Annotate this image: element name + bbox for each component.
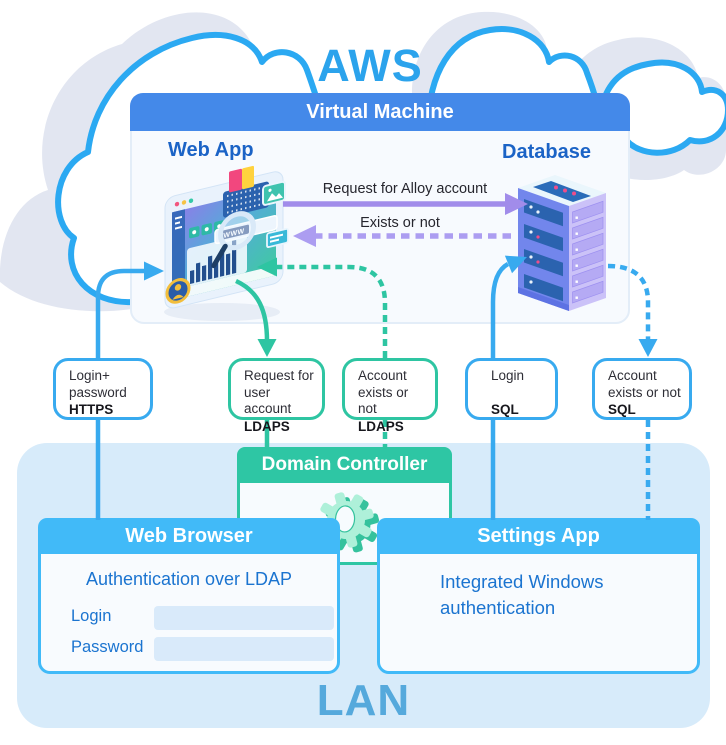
password-label: Password bbox=[71, 638, 144, 656]
sql-response-arrowhead bbox=[638, 339, 658, 357]
password-input[interactable] bbox=[154, 637, 334, 661]
protocol-label-line bbox=[491, 385, 549, 402]
protocol-label-line: exists or not bbox=[608, 384, 681, 400]
vm-panel: Virtual Machine bbox=[130, 93, 630, 324]
protocol-name: SQL bbox=[608, 402, 636, 417]
protocol-label-line: password bbox=[69, 384, 127, 400]
aws-label: AWS bbox=[317, 40, 423, 91]
vm-header: Virtual Machine bbox=[130, 93, 630, 131]
login-label: Login bbox=[71, 607, 112, 625]
response-arrow-caption: Exists or not bbox=[360, 215, 440, 231]
settings-app-box: Settings App Integrated Windows authenti… bbox=[377, 518, 700, 674]
protocol-name: LDAPS bbox=[244, 418, 290, 434]
protocol-label-sql-response: Account exists or not SQL bbox=[592, 358, 692, 420]
protocol-label-line: Account bbox=[358, 368, 407, 383]
protocol-label-ldaps-request: Request for user account LDAPS bbox=[228, 358, 325, 434]
protocol-label-line: user account bbox=[244, 384, 292, 417]
web-browser-box: Web Browser Authentication over LDAP Log… bbox=[38, 518, 340, 674]
protocol-label-sql-login: Login SQL bbox=[465, 358, 558, 420]
protocol-label-line: Request for bbox=[244, 368, 314, 383]
protocol-name: SQL bbox=[491, 402, 519, 417]
lan-label: LAN bbox=[316, 676, 411, 725]
request-arrow-caption: Request for Alloy account bbox=[322, 181, 488, 197]
domain-controller-header: Domain Controller bbox=[237, 447, 452, 483]
web-app-label: Web App bbox=[168, 139, 254, 161]
web-browser-header: Web Browser bbox=[38, 518, 340, 554]
ldaps-request-arrowhead bbox=[257, 339, 277, 357]
settings-app-description: Integrated Windows authentication bbox=[440, 571, 604, 618]
protocol-label-line: Account bbox=[608, 368, 657, 383]
protocol-label-line: exists or not bbox=[358, 384, 409, 417]
database-label: Database bbox=[502, 141, 591, 163]
login-input[interactable] bbox=[154, 606, 334, 630]
protocol-label-line: Login bbox=[491, 368, 525, 383]
protocol-name: LDAPS bbox=[358, 418, 404, 434]
settings-app-header: Settings App bbox=[377, 518, 700, 554]
auth-over-ldap-text: Authentication over LDAP bbox=[85, 569, 293, 589]
protocol-label-line: Login+ bbox=[69, 368, 110, 383]
protocol-label-ldaps-response: Account exists or not LDAPS bbox=[342, 358, 438, 434]
protocol-label-https: Login+ password HTTPS bbox=[53, 358, 153, 420]
protocol-name: HTTPS bbox=[69, 402, 114, 417]
